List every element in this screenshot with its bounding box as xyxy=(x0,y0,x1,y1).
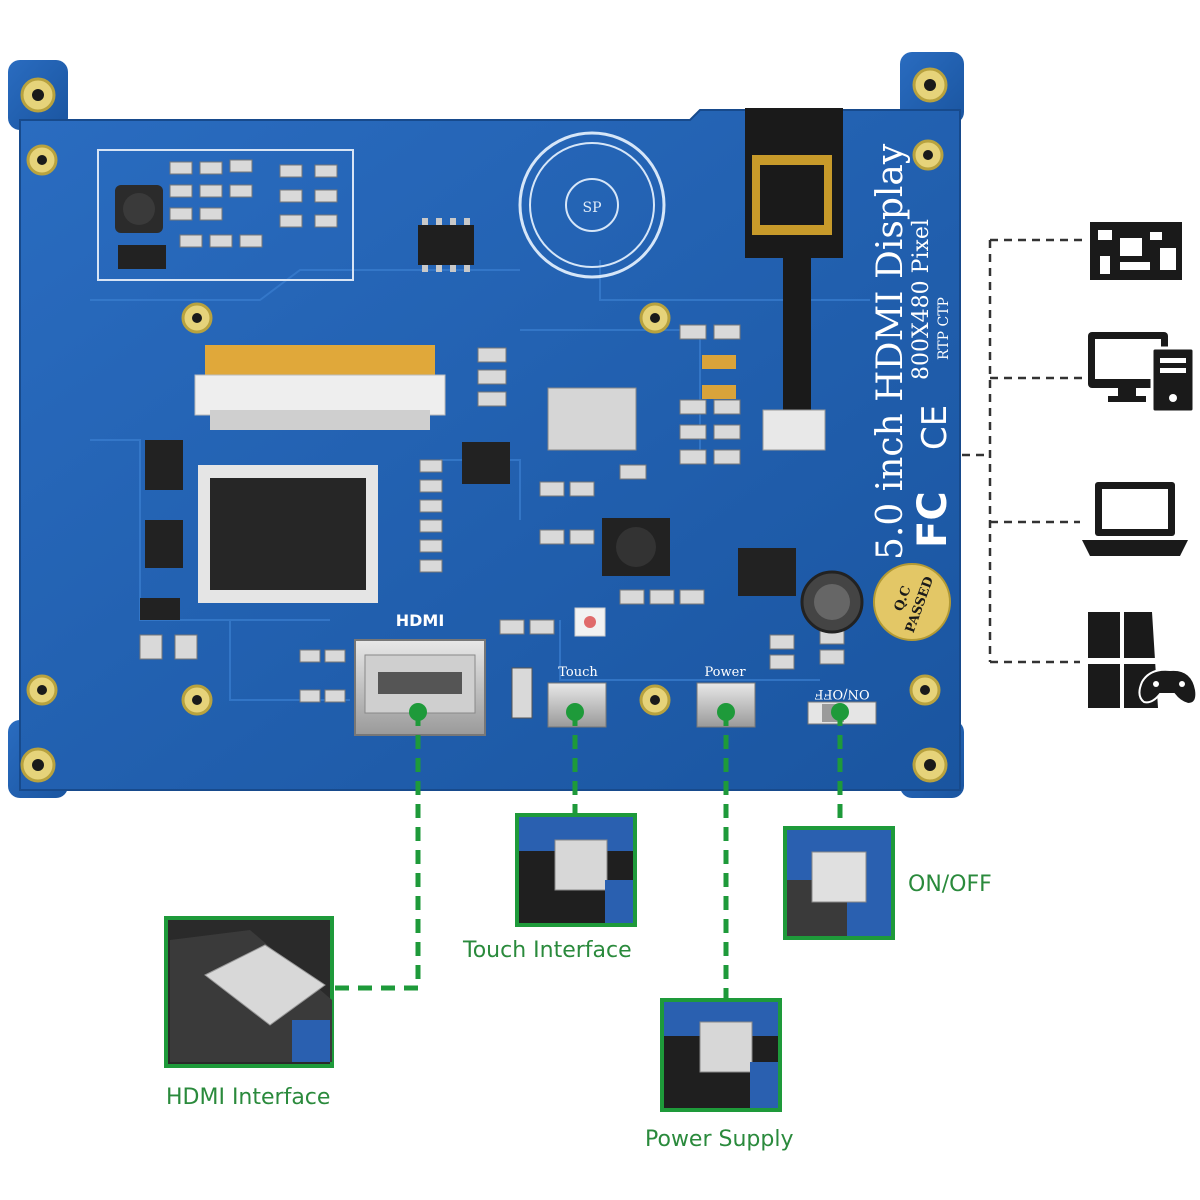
buzzer-pad: SP xyxy=(518,131,666,279)
hdmi-interface-caption: HDMI Interface xyxy=(166,1085,331,1110)
touch-silkscreen: Touch xyxy=(558,665,598,680)
qc-passed-sticker: Q.C PASSED xyxy=(873,563,951,641)
touch-inset-photo xyxy=(515,813,637,927)
power-inset-photo xyxy=(660,998,782,1112)
hdmi-inset-photo xyxy=(164,916,334,1068)
callout-dots xyxy=(409,703,849,721)
raspberry-pi-icon xyxy=(1090,222,1182,280)
touch-type-label: RTP CTP xyxy=(936,297,952,360)
touch-interface-caption: Touch Interface xyxy=(463,938,632,963)
hdmi-silkscreen: HDMI xyxy=(396,611,445,630)
lcd-fpc-connector xyxy=(194,345,446,430)
pcb-board: SP xyxy=(8,52,964,798)
resolution-label: 800X480 Pixel xyxy=(909,219,934,380)
sp-label: SP xyxy=(582,200,601,216)
fcc-mark: FC xyxy=(910,491,956,548)
game-console-icon xyxy=(1086,612,1198,708)
touch-ribbon-cable xyxy=(745,108,843,451)
ce-mark: CE xyxy=(915,405,955,450)
onoff-inset-photo xyxy=(783,826,895,940)
board-silkscreen-title: 5.0 inch HDMI Display 800X480 Pixel RTP … xyxy=(870,143,956,560)
main-controller-chip xyxy=(198,465,378,603)
product-name-label: 5.0 inch HDMI Display xyxy=(870,143,911,560)
power-silkscreen: Power xyxy=(704,665,746,680)
power-supply-caption: Power Supply xyxy=(645,1127,794,1152)
laptop-icon xyxy=(1082,482,1188,556)
device-connection-tree xyxy=(962,238,1088,664)
desktop-pc-icon xyxy=(1088,332,1196,414)
switch-silkscreen: ON/OFF xyxy=(814,686,869,701)
onoff-caption: ON/OFF xyxy=(908,872,992,897)
power-regulator-block xyxy=(97,149,354,281)
callout-connectors xyxy=(333,712,843,1000)
mounting-holes xyxy=(20,67,948,783)
